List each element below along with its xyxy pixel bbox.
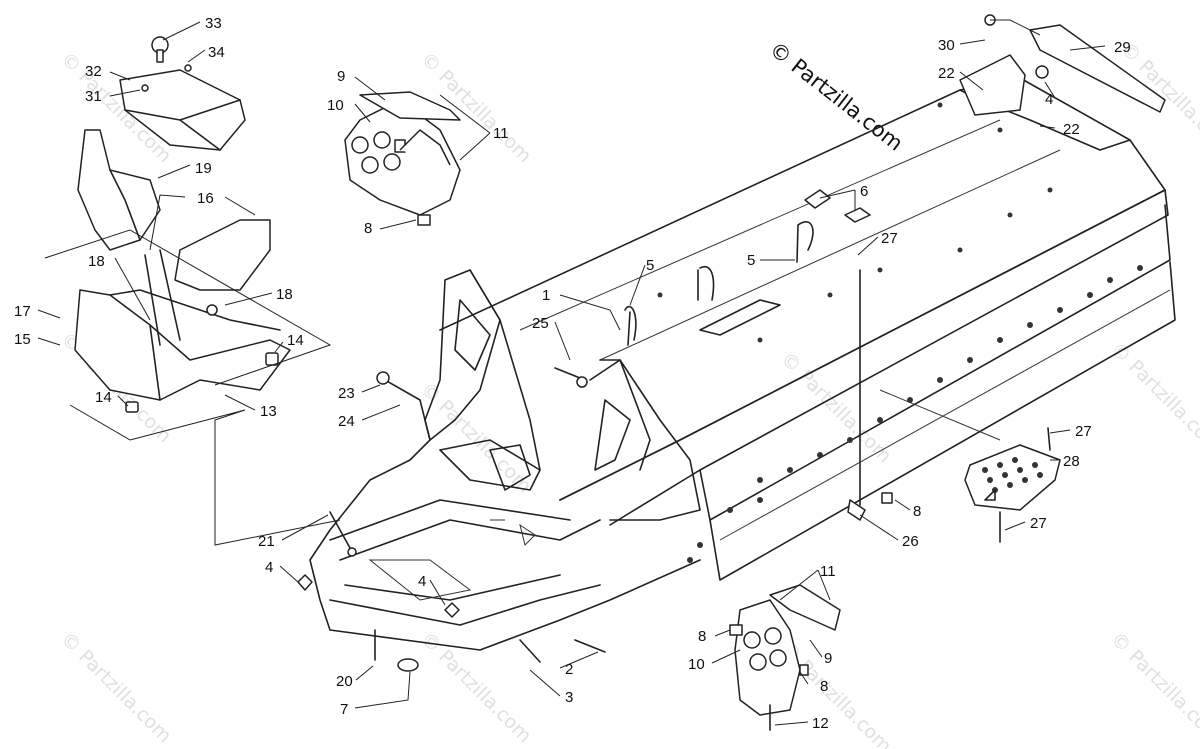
copyright-text: © Partzilla.com <box>765 37 907 156</box>
callout-22: 22 <box>1063 121 1080 138</box>
bumper-bracket-bottom <box>729 584 841 716</box>
rail-holes <box>687 265 1143 563</box>
callout-14: 14 <box>95 389 112 406</box>
callout-13: 13 <box>260 403 277 420</box>
callout-labels: 33 34 32 31 19 16 18 18 17 15 14 14 13 9… <box>14 15 1131 732</box>
callout-8: 8 <box>364 220 372 237</box>
callout-27: 27 <box>1030 515 1047 532</box>
callout-5: 5 <box>747 252 755 269</box>
callout-7: 7 <box>340 701 348 718</box>
callout-4: 4 <box>265 559 273 576</box>
callout-10: 10 <box>327 97 344 114</box>
watermark-text: © Partzilla.com <box>56 628 175 747</box>
callout-18: 18 <box>88 253 105 270</box>
footrest-plate <box>964 444 1061 511</box>
callout-8: 8 <box>820 678 828 695</box>
callout-28: 28 <box>1063 453 1080 470</box>
callout-25: 25 <box>532 315 549 332</box>
callout-22: 22 <box>938 65 955 82</box>
watermark-text: © Partzilla.com <box>1106 338 1200 457</box>
callout-30: 30 <box>938 37 955 54</box>
rear-bumper <box>959 14 1166 116</box>
callout-14: 14 <box>287 332 304 349</box>
watermarks: © Partzilla.com © Partzilla.com © Partzi… <box>56 38 1200 749</box>
callout-15: 15 <box>14 331 31 348</box>
callout-2: 2 <box>565 661 573 678</box>
callout-4: 4 <box>418 573 426 590</box>
callout-23: 23 <box>338 385 355 402</box>
callout-5: 5 <box>646 257 654 274</box>
callout-11: 11 <box>493 125 509 142</box>
callout-3: 3 <box>565 689 573 706</box>
watermark-text: © Partzilla.com <box>1106 628 1200 747</box>
callout-9: 9 <box>824 650 832 667</box>
callout-8: 8 <box>913 503 921 520</box>
callout-31: 31 <box>85 88 102 105</box>
callout-18: 18 <box>276 286 293 303</box>
callout-6: 6 <box>860 183 868 200</box>
callout-32: 32 <box>85 63 102 80</box>
callout-8: 8 <box>698 628 706 645</box>
watermark-text: © Partzilla.com <box>416 628 535 747</box>
steering-support-assembly <box>44 36 341 546</box>
callout-10: 10 <box>688 656 705 673</box>
callout-12: 12 <box>812 715 829 732</box>
callout-27: 27 <box>881 230 898 247</box>
callout-34: 34 <box>208 44 225 61</box>
callout-26: 26 <box>902 533 919 550</box>
callout-27: 27 <box>1075 423 1092 440</box>
callout-24: 24 <box>338 413 355 430</box>
callout-20: 20 <box>336 673 353 690</box>
leader-lines <box>37 21 1106 726</box>
callout-11: 11 <box>820 563 836 580</box>
callout-4: 4 <box>1045 91 1053 108</box>
callout-16: 16 <box>197 190 214 207</box>
callout-1: 1 <box>542 287 550 304</box>
callout-33: 33 <box>205 15 222 32</box>
callout-17: 17 <box>14 303 31 320</box>
bumper-bracket-top <box>344 91 461 226</box>
callout-29: 29 <box>1114 39 1131 56</box>
callout-9: 9 <box>337 68 345 85</box>
chassis-frame <box>309 77 1176 651</box>
callout-19: 19 <box>195 160 212 177</box>
callout-21: 21 <box>258 533 275 550</box>
